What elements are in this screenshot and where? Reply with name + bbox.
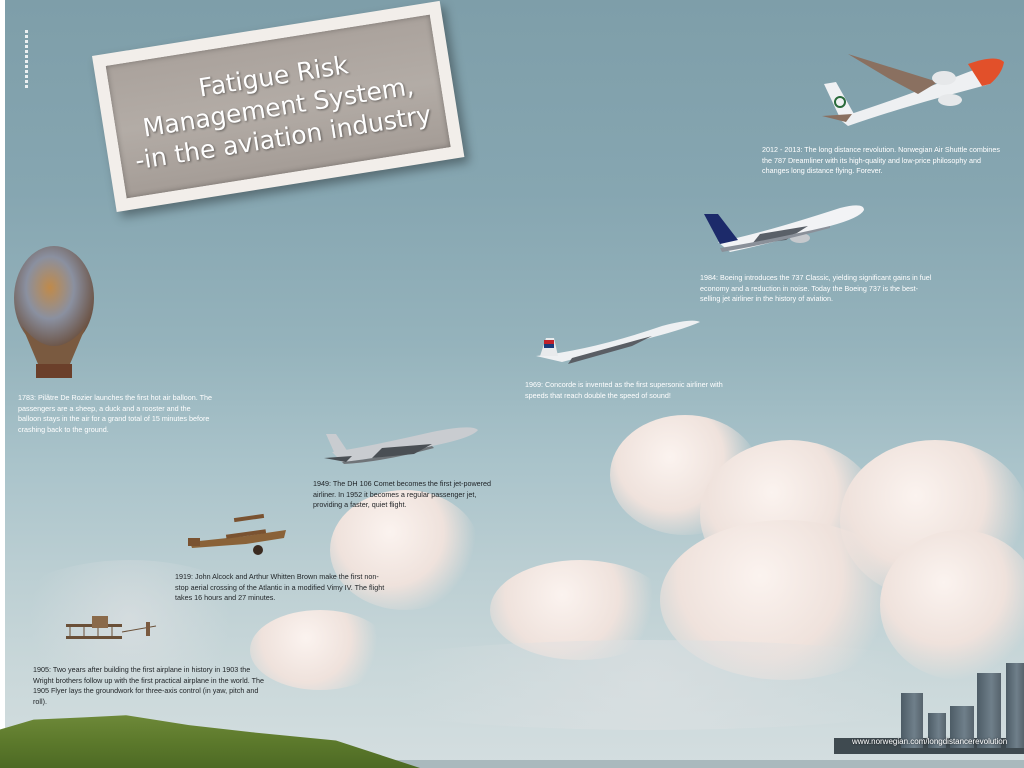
caption-1984: 1984: Boeing introduces the 737 Classic,… bbox=[700, 273, 932, 303]
haze bbox=[300, 640, 1000, 730]
building bbox=[1006, 663, 1024, 748]
caption-1949: 1949: The DH 106 Comet becomes the first… bbox=[313, 479, 492, 509]
water bbox=[0, 760, 1024, 768]
comet-jet-icon bbox=[324, 427, 478, 464]
vertical-credit-text bbox=[25, 30, 28, 90]
building bbox=[901, 693, 923, 748]
building bbox=[950, 706, 974, 748]
cloud bbox=[330, 490, 480, 610]
footer-url[interactable]: www.norwegian.com/longdistancerevolution bbox=[852, 737, 1008, 746]
dreamliner-787-icon bbox=[822, 54, 1004, 126]
caption-1919: 1919: John Alcock and Arthur Whitten Bro… bbox=[175, 572, 385, 602]
left-border bbox=[0, 0, 5, 768]
title-sign-face: Fatigue Risk Management System, -in the … bbox=[105, 14, 451, 199]
caption-1905: 1905: Two years after building the first… bbox=[33, 665, 265, 706]
haze bbox=[0, 560, 260, 680]
building bbox=[928, 713, 946, 748]
title-sign: Fatigue Risk Management System, -in the … bbox=[92, 0, 465, 213]
vimy-biplane-icon bbox=[188, 513, 286, 555]
boeing-737-icon bbox=[704, 205, 864, 252]
concorde-icon bbox=[536, 320, 700, 364]
caption-1783: 1783: Pilâtre De Rozier launches the fir… bbox=[18, 393, 213, 434]
hot-air-balloon-icon bbox=[14, 246, 94, 378]
caption-1969: 1969: Concorde is invented as the first … bbox=[525, 380, 723, 400]
building bbox=[977, 673, 1001, 748]
wright-flyer-icon bbox=[66, 616, 157, 639]
caption-2012-2013: 2012 - 2013: The long distance revolutio… bbox=[762, 145, 1000, 175]
green-hill bbox=[0, 715, 420, 768]
